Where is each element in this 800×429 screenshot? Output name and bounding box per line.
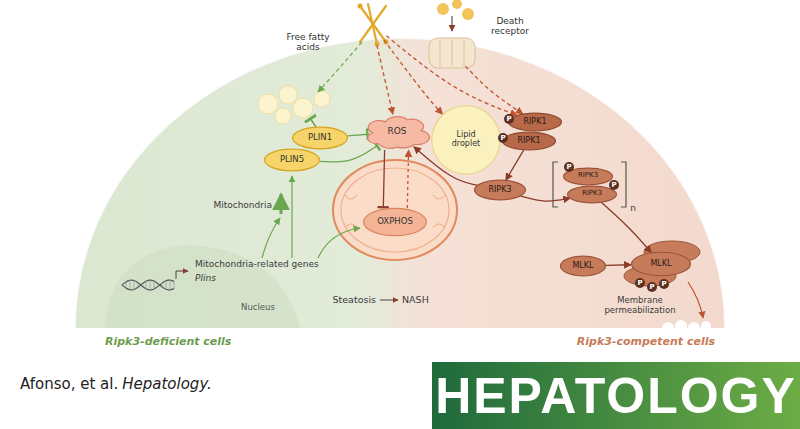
connector: [506, 150, 524, 180]
connector: [384, 40, 443, 114]
mitochondrion: [333, 160, 457, 260]
increase-arrow: [280, 194, 283, 214]
connector: [383, 150, 384, 208]
ripk1-protein: RIPK1: [508, 113, 562, 131]
citation: Afonso, et al.: [20, 376, 118, 393]
nucleus-label: Nucleus: [241, 303, 275, 313]
phospho-mark: P: [609, 180, 619, 190]
fatty-acid-input: Free fatty acids: [355, 2, 389, 46]
node-label: PLIN1: [308, 133, 332, 142]
node-label: RIPK1: [517, 137, 540, 146]
node-label: RIPK3: [582, 190, 602, 198]
death-receptor: Death receptor: [428, 35, 476, 69]
ripk3-protein: RIPK3: [474, 180, 526, 200]
citation-journal: Hepatology.: [122, 376, 212, 393]
phospho-mark: P: [659, 279, 669, 289]
cell-dome: [75, 38, 725, 328]
connector: [521, 196, 570, 201]
node-label: Death receptor: [482, 17, 538, 37]
outcome-label: Membrane permeabilization: [593, 296, 688, 316]
gene-label: Plins: [195, 273, 216, 283]
journal-logo-text: HEPATOLOGY: [435, 368, 797, 426]
node-label: RIPK3: [488, 186, 511, 195]
node-label: OXPHOS: [377, 217, 413, 226]
ripk1-protein: RIPK1: [502, 132, 556, 150]
dna-helix: [122, 280, 174, 290]
lipid-droplet: Lipid droplet: [431, 105, 501, 175]
node-label: ROS: [387, 127, 406, 137]
cell-type-label: Ripk3-deficient cells: [105, 336, 231, 349]
lipid-droplets: [258, 86, 330, 124]
node-label: MLKL: [650, 260, 671, 269]
phospho-mark: P: [504, 114, 514, 124]
node-label: RIPK1: [523, 118, 546, 127]
phospho-mark: P: [647, 282, 657, 292]
node-label: PLIN5: [280, 155, 304, 164]
disease-stage: NASH: [402, 295, 429, 306]
connector: [386, 36, 517, 116]
connector: [601, 202, 651, 253]
mlkl-oligomer: MLKL: [631, 252, 691, 276]
oxphos-complex: OXPHOS: [363, 208, 427, 236]
phospho-mark: P: [498, 133, 508, 143]
ros-cloud: ROS: [368, 114, 426, 150]
gene-label: Mitochondria-related genes: [195, 259, 319, 269]
node-label: Lipid droplet: [443, 131, 489, 149]
connector: [377, 45, 393, 114]
mlkl-protein: MLKL: [560, 256, 606, 276]
journal-logo: [432, 362, 800, 429]
cell-type-label: Ripk3-competent cells: [577, 336, 715, 349]
oligomer-count: n: [630, 203, 636, 213]
disease-stage: Steatosis: [333, 295, 377, 306]
nucleus-region: [105, 245, 300, 328]
connector: [407, 150, 408, 208]
death-receptor-icon: [429, 0, 475, 68]
phospho-mark: P: [564, 162, 574, 172]
node-label: Free fatty acids: [278, 33, 338, 53]
organelle-label: Mitochondria: [213, 200, 272, 210]
node-label: MLKL: [572, 262, 593, 271]
phospho-mark: P: [635, 278, 645, 288]
plin5-protein: PLIN5: [264, 149, 320, 171]
connector: [606, 264, 631, 266]
node-label: RIPK3: [578, 172, 598, 180]
plin1-protein: PLIN1: [292, 127, 348, 149]
connector: [347, 134, 368, 136]
